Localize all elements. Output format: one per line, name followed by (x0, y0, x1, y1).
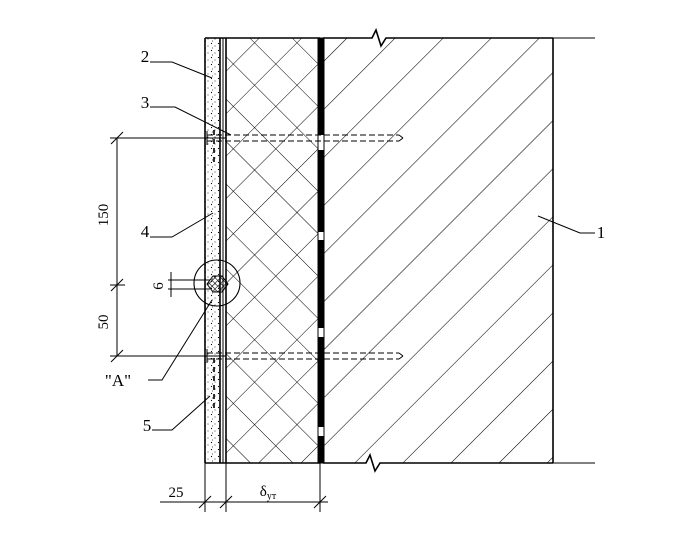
detail-a-label: "A" (105, 371, 131, 390)
insulation-thickness-subscript: ут (267, 491, 277, 502)
leader-lines (148, 61, 595, 431)
masonry-wall (323, 27, 595, 473)
adhesive-strip (317, 37, 325, 464)
callout-5: 5 (143, 416, 152, 435)
plaster-layer (204, 37, 226, 464)
dimension-plaster-thickness: 25 (169, 485, 184, 501)
insulation-layer (225, 37, 320, 464)
horizontal-dimension-chain (160, 463, 328, 512)
anchor-lower (206, 349, 404, 363)
callout-4: 4 (141, 222, 150, 241)
callout-1: 1 (597, 223, 606, 242)
callout-2: 2 (141, 47, 150, 66)
dimension-insulation-thickness: δут (260, 484, 277, 502)
dimension-spacing-upper: 150 (96, 204, 112, 227)
dimension-gap: 6 (151, 282, 167, 290)
vertical-dimension-chain (110, 131, 226, 363)
detail-a-marker (193, 259, 241, 307)
callout-3: 3 (141, 93, 150, 112)
insulation-thickness-symbol: δ (260, 484, 267, 500)
dimension-spacing-lower: 50 (96, 315, 112, 330)
